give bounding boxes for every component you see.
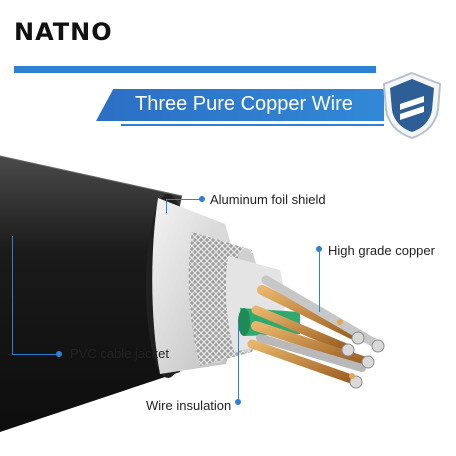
- insulation-callout-label: Wire insulation: [146, 398, 232, 413]
- jacket-leader-h: [12, 354, 58, 355]
- jacket-callout-dot: [56, 351, 62, 357]
- jacket-leader: [12, 236, 13, 354]
- jacket-callout-label: PVC cable jacket: [70, 346, 169, 361]
- foil-callout-label: Aluminum foil shield: [210, 192, 326, 207]
- foil-callout-dot: [199, 196, 205, 202]
- copper-callout-label: High grade copper: [328, 243, 435, 258]
- copper-strands: [247, 275, 381, 385]
- pvc-jacket: [0, 156, 182, 432]
- foil-leader-h: [166, 199, 202, 200]
- top-divider: [14, 66, 376, 73]
- foil-leader-v: [166, 199, 167, 213]
- insulation-callout-dot: [235, 399, 241, 405]
- title-banner: [96, 89, 384, 121]
- shield-icon: [382, 71, 442, 140]
- banner-underline: [121, 124, 384, 126]
- brand-logo: NATNO: [14, 18, 113, 46]
- copper-callout-dot: [316, 246, 322, 252]
- copper-leader: [319, 250, 320, 312]
- banner-title: Three Pure Copper Wire: [135, 93, 353, 115]
- insulation-leader: [238, 322, 239, 402]
